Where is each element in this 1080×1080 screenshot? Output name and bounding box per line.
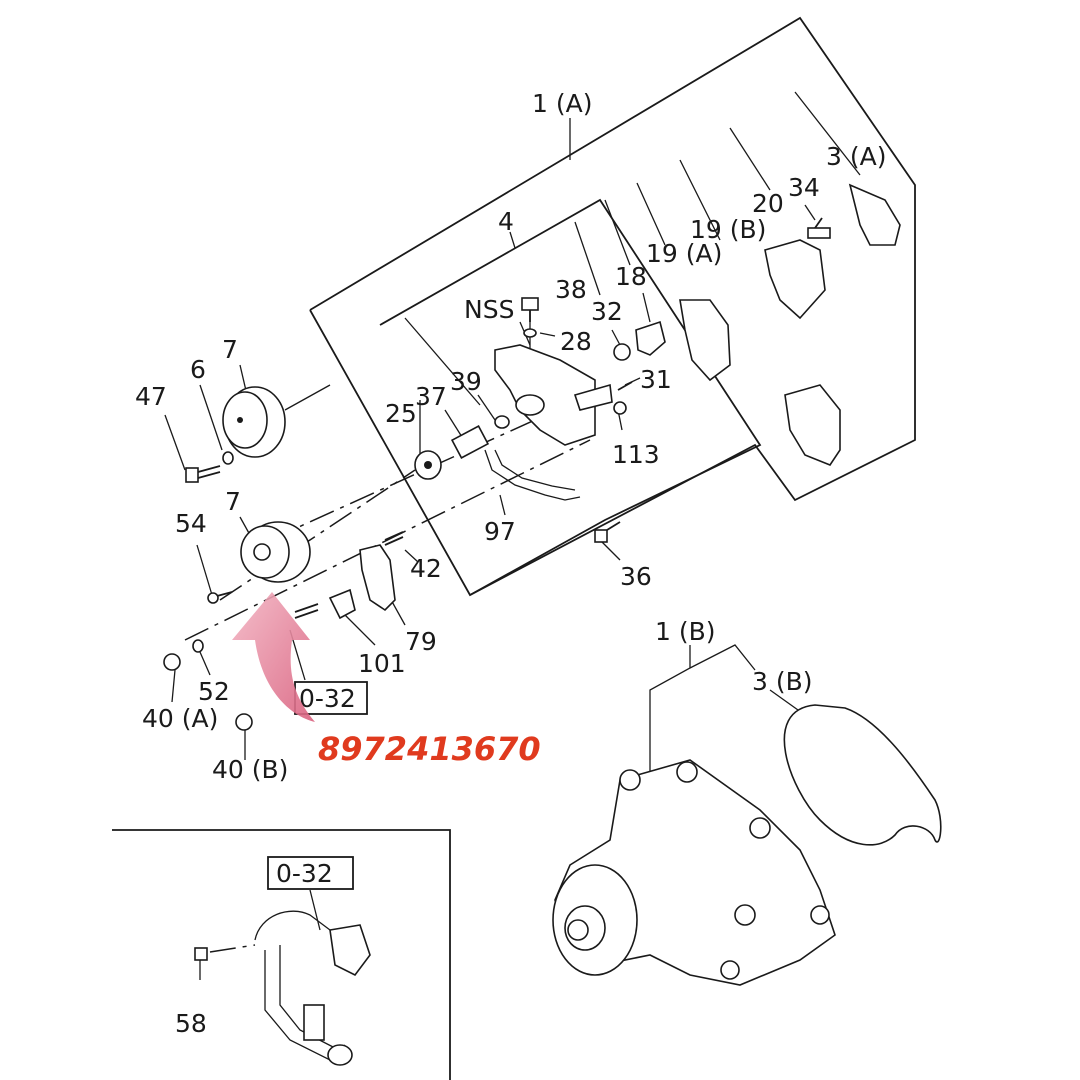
label-1a: 1 (A) — [532, 89, 592, 118]
highlight-arrow-icon — [232, 592, 315, 722]
label-18: 18 — [615, 262, 647, 291]
label-42: 42 — [410, 554, 442, 583]
pipe-97-outer — [494, 449, 576, 491]
label-40a: 40 (A) — [142, 704, 218, 733]
label-25: 25 — [385, 399, 417, 428]
label-52: 52 — [198, 677, 230, 706]
label-31: 31 — [640, 365, 672, 394]
pulley-lower — [240, 521, 311, 583]
pulley-upper — [222, 384, 331, 458]
label-20: 20 — [752, 189, 784, 218]
pump-body-4 — [494, 344, 613, 446]
bearing-25 — [414, 450, 442, 480]
label-79: 79 — [405, 627, 437, 656]
label-54: 54 — [175, 509, 207, 538]
bolt-36 — [594, 521, 621, 543]
cover-20 — [764, 239, 826, 320]
label-58: 58 — [175, 1009, 207, 1038]
label-19a: 19 (A) — [646, 239, 722, 268]
nut-113 — [613, 401, 627, 415]
bracket-79 — [359, 544, 396, 612]
inset-panel — [112, 829, 451, 1080]
reference-box: 0-32 — [299, 684, 356, 713]
label-1b: 1 (B) — [655, 617, 716, 646]
label-101: 101 — [358, 649, 406, 678]
label-113: 113 — [612, 440, 660, 469]
stud-31 — [617, 381, 633, 391]
center-lines — [184, 394, 591, 641]
label-6: 6 — [190, 355, 206, 384]
bolt-54 — [207, 591, 233, 604]
gasket-3b — [783, 704, 942, 846]
washer-28 — [523, 328, 537, 338]
label-39: 39 — [450, 367, 482, 396]
inset-reference-box: 0-32 — [276, 859, 333, 888]
clip-101 — [328, 588, 356, 620]
stud-42 — [384, 531, 404, 546]
label-4: 4 — [498, 207, 514, 236]
washer-52 — [192, 639, 204, 653]
label-3a: 3 (A) — [826, 142, 886, 171]
gasket-19a — [679, 299, 731, 382]
label-34: 34 — [788, 173, 820, 202]
label-47: 47 — [135, 382, 167, 411]
bolt-mid — [294, 603, 319, 619]
label-36: 36 — [620, 562, 652, 591]
nut-40b — [235, 713, 253, 731]
bolt-38 — [521, 297, 539, 322]
label-19b: 19 (B) — [690, 215, 766, 244]
ring-39 — [494, 415, 510, 429]
label-38: 38 — [555, 275, 587, 304]
gasket-3a — [848, 183, 901, 246]
water-pump-assembly-1b — [552, 759, 836, 986]
bolt-34 — [807, 217, 831, 239]
label-37: 37 — [415, 382, 447, 411]
label-7-upper: 7 — [222, 335, 238, 364]
shaft-37 — [450, 425, 490, 459]
label-28: 28 — [560, 327, 592, 356]
assembly-outline-1a — [309, 16, 916, 597]
washer-6 — [222, 451, 234, 465]
label-40b: 40 (B) — [212, 755, 288, 784]
bolt-47 — [185, 465, 221, 483]
impeller-18 — [635, 320, 666, 356]
part-number: 8972413670 — [318, 730, 541, 768]
pipe-97 — [484, 449, 581, 501]
label-7-lower: 7 — [225, 487, 241, 516]
nut-40a — [163, 653, 181, 671]
label-32: 32 — [591, 297, 623, 326]
plug-32 — [613, 343, 631, 361]
gasket-19b — [784, 384, 841, 466]
label-3b: 3 (B) — [752, 667, 813, 696]
label-97: 97 — [484, 517, 516, 546]
label-nss: NSS — [464, 295, 514, 324]
inset-reference-box-frame — [267, 856, 354, 890]
